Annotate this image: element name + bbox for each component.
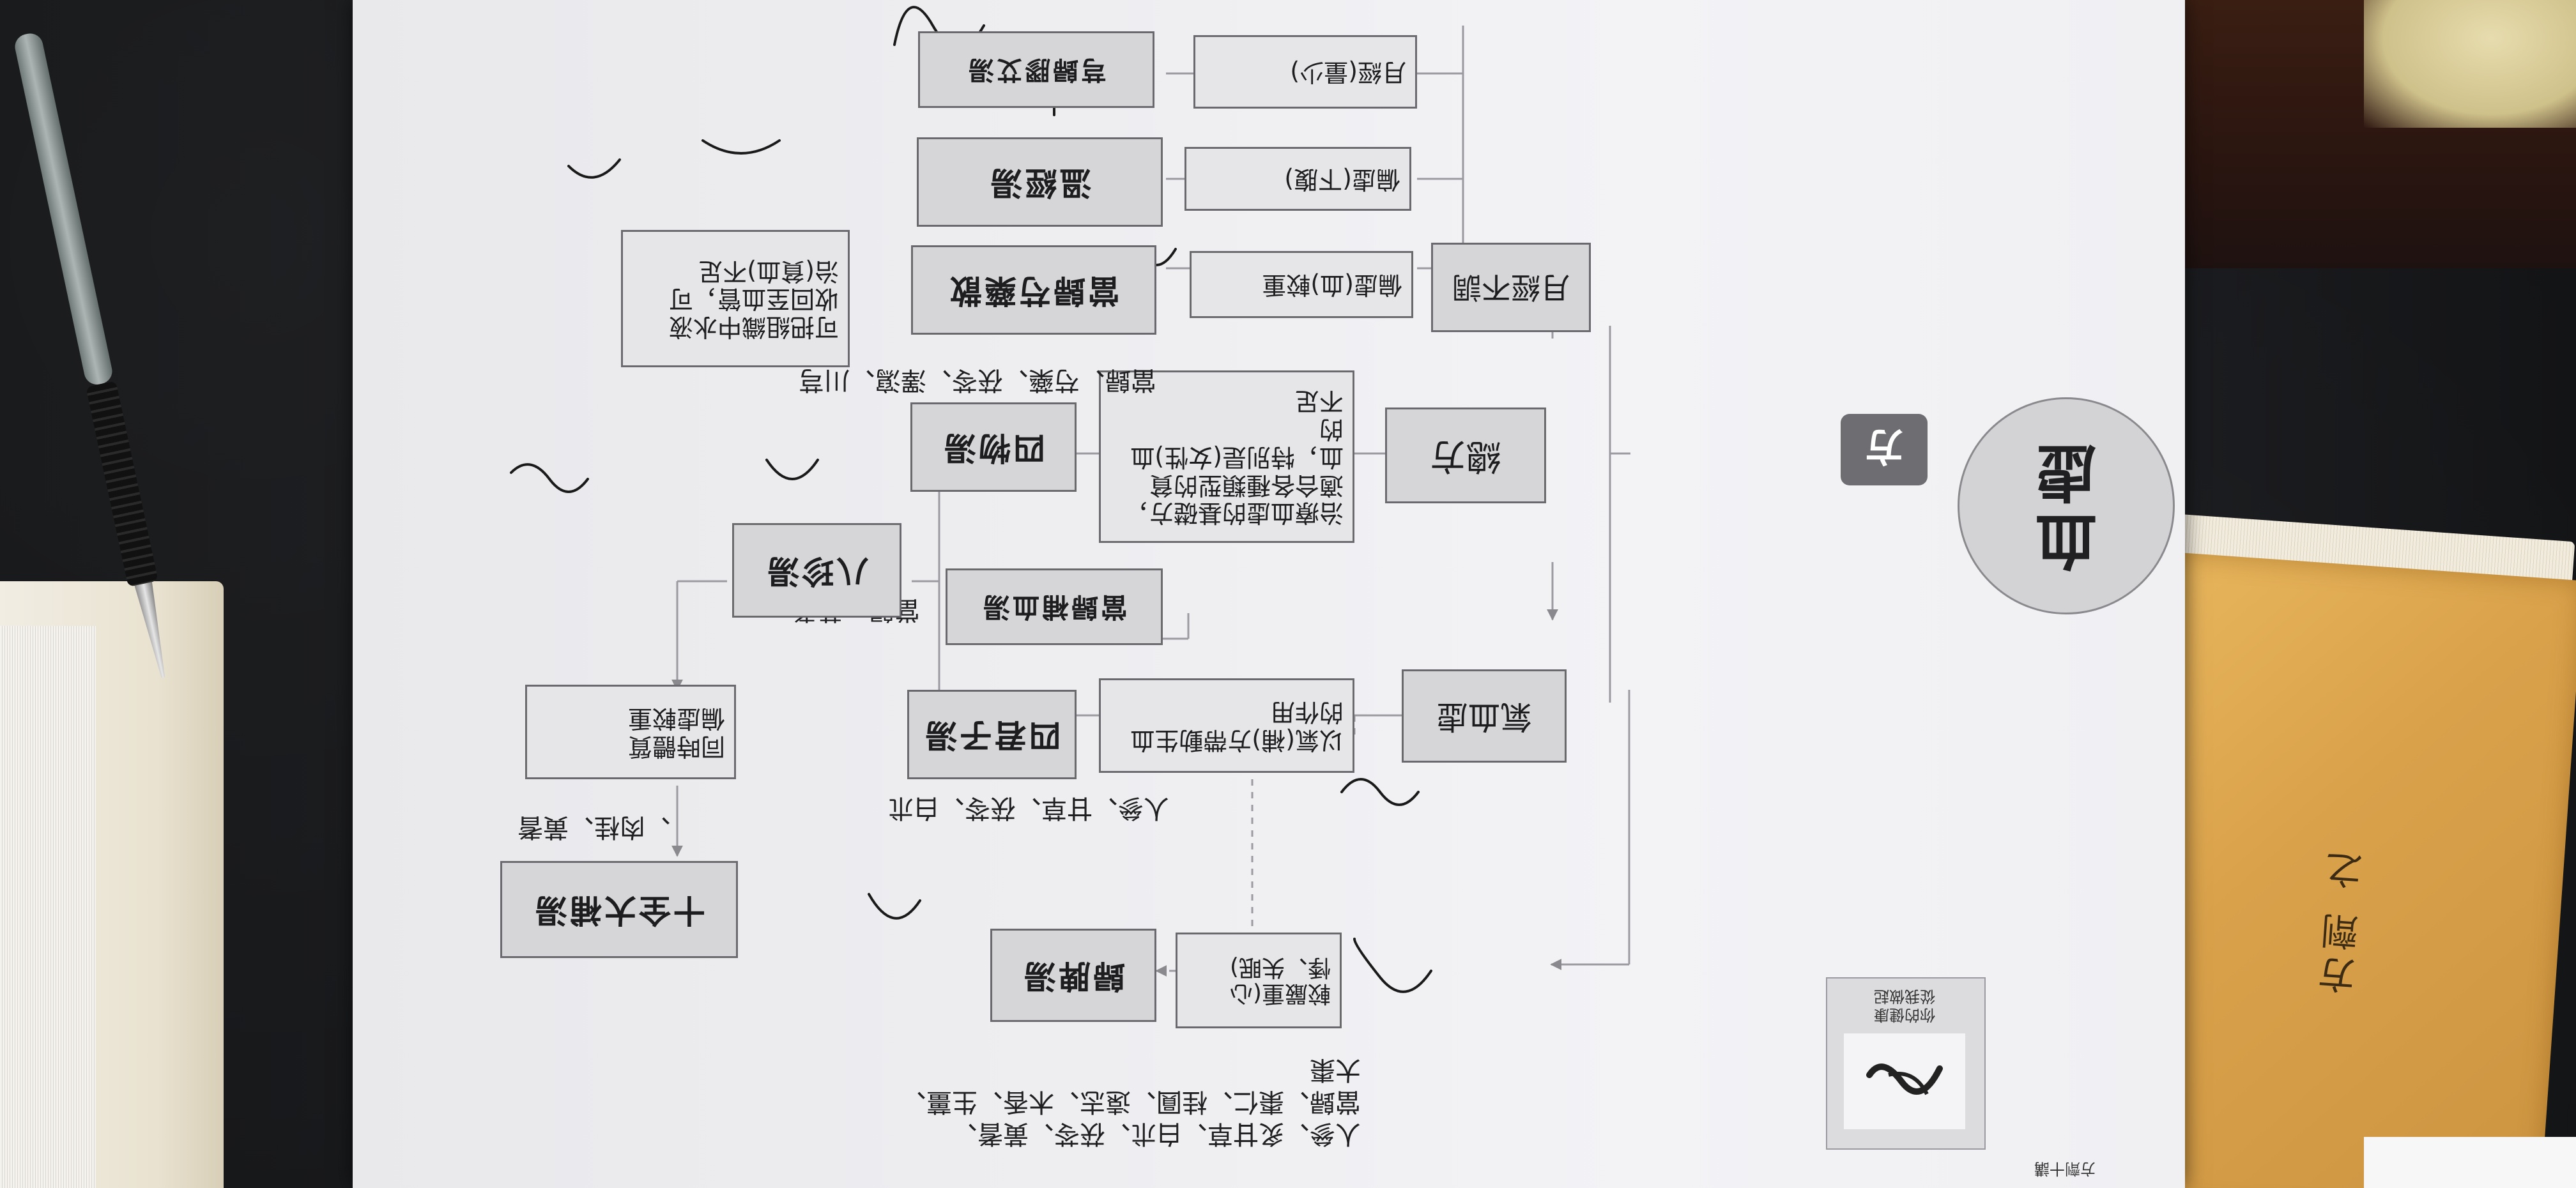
logo-mark [1844, 1033, 1965, 1129]
node-root: 總方 [1385, 407, 1546, 503]
node-danggui-buxue: 當歸補血湯 [946, 568, 1163, 645]
section-badge: 方 [1841, 414, 1928, 485]
node-bazhen: 八珍湯 [732, 523, 901, 618]
node-shiquan-desc: 同時體質 偏虛較重 [525, 685, 736, 779]
logo-box: 你的健康 從我做起 [1826, 977, 1986, 1150]
logo-brush-icon [1866, 1063, 1943, 1095]
node-yj2: 溫經湯 [917, 137, 1163, 227]
left-notebook-pages [0, 626, 96, 1188]
node-yuejing: 月經不調 [1431, 243, 1591, 332]
node-qixuexu: 氣血虛 [1402, 669, 1567, 763]
node-yj1-desc: 月經(量少) [1193, 35, 1417, 109]
cloth [2364, 0, 2576, 128]
topic-line-1: 血 [2035, 503, 2097, 576]
node-yj3-desc: 偏虛(血)較重 [1190, 251, 1413, 318]
note-shiquan-herbs: 、肉桂、黃耆 [518, 812, 671, 842]
node-yj2-desc: 偏虛(下腹) [1184, 147, 1411, 211]
node-guipi-desc: 以氣(補)方帶動生血 的作用 [1099, 678, 1354, 773]
topic-line-2: 虚 [2035, 436, 2097, 508]
note-yj3-herbs: 當歸、芍藥、茯苓、澤瀉、川芎 [799, 365, 1156, 395]
note-guipi-herbs: 人參、炙甘草、白朮、茯苓、黃耆、 當歸、棗仁、桂圓、遠志、木香、生薑、 大棗 [901, 1055, 1361, 1148]
diagram-content: 方劑十講 你的健康 從我做起 血 虚 方 總方 月經不調 氣血虛 治療血虛的基礎… [353, 0, 2185, 1188]
pen-tip [135, 582, 172, 680]
page-tag: 方劑十講 [2034, 1160, 2096, 1178]
node-siwu: 四物湯 [910, 402, 1077, 492]
node-yj1: 芎歸膠艾湯 [918, 31, 1154, 108]
node-guipi-desc2: 較嚴重(心悸、失眠) [1176, 933, 1342, 1028]
right-book-cover: 方劑 之 [2130, 552, 2576, 1188]
node-shiquan: 十全大補湯 [500, 861, 738, 958]
node-sijunzi: 四君子湯 [907, 690, 1077, 779]
node-siwu-desc: 治療血虛的基礎方， 適合各種類型的貧 血，特別是(女性)血的 不足 [1099, 370, 1354, 543]
logo-caption: 你的健康 從我做起 [1874, 987, 1935, 1024]
node-yj3: 當歸芍藥散 [911, 245, 1156, 335]
topic-circle: 血 虚 [1958, 397, 2175, 614]
book-cover-title: 方劑 之 [2317, 844, 2371, 996]
note-sijunzi-herbs: 人參、甘草、茯苓、白朮 [888, 793, 1169, 823]
node-guipi: 歸脾湯 [990, 929, 1156, 1022]
paper-corner [2364, 1137, 2576, 1188]
node-danggui-desc: 可把組織中水液 收回至血管，可 治(貧血)不足 [621, 230, 850, 367]
